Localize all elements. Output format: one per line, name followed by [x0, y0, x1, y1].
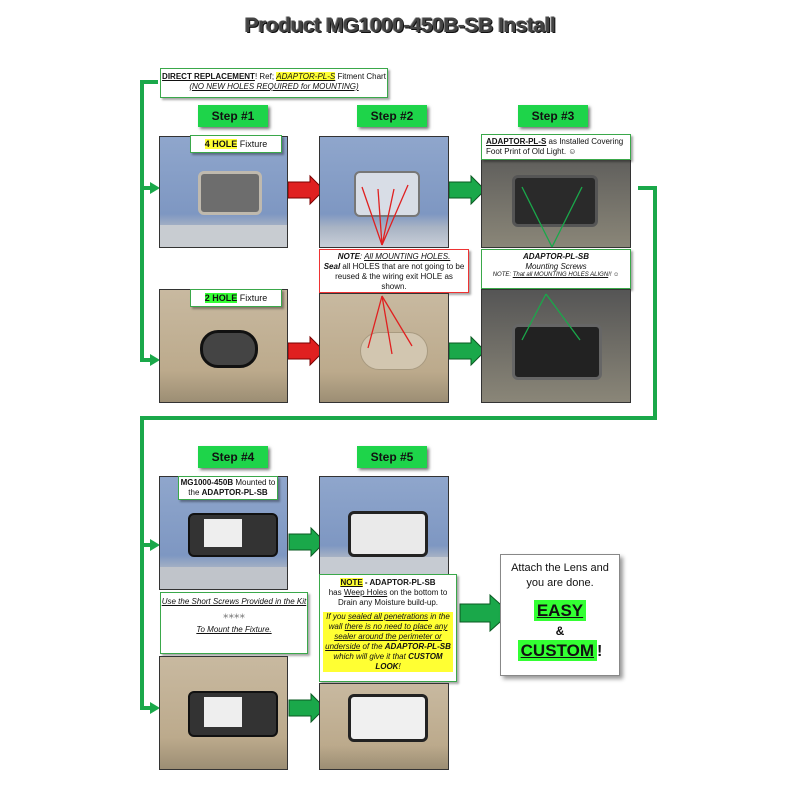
note-step4: Use the Short Screws Provided in the Kit… — [160, 592, 308, 654]
photo-step2-2hole — [319, 293, 449, 403]
step1-label: Step #1 — [198, 105, 268, 127]
two-hole-label: 2 HOLE Fixture — [190, 289, 282, 307]
four-hole-label: 4 HOLE Fixture — [190, 135, 282, 153]
step2-label: Step #2 — [357, 105, 427, 127]
photo-step4-bottom — [159, 656, 288, 770]
direct-replacement-label: DIRECT REPLACEMENT — [162, 72, 255, 81]
note-step5: NOTE - ADAPTOR-PL-SB has Weep Holes on t… — [319, 574, 457, 682]
intro-callout: DIRECT REPLACEMENT! Ref; ADAPTOR-PL-S Fi… — [160, 68, 388, 98]
intro-ref-text: ! Ref; — [254, 72, 277, 81]
adaptor-pl-s-link[interactable]: ADAPTOR-PL-S — [276, 72, 336, 81]
connector-step3-to-step4 — [140, 186, 657, 710]
photo-step5-bottom — [319, 683, 449, 770]
photo-step3-2hole — [481, 289, 631, 403]
easy-badge: EASY — [533, 599, 587, 621]
final-callout: Attach the Lens and you are done. EASY &… — [500, 554, 620, 676]
mg-mounted-label: MG1000-450B Mounted to the ADAPTOR-PL-SB — [178, 476, 278, 500]
photo-step5-top — [319, 476, 449, 576]
final-instruction: Attach the Lens and you are done. — [511, 562, 609, 589]
photo-step2-4hole — [319, 136, 449, 248]
screws-icon: ⁎⁎⁎⁎ — [223, 609, 245, 621]
photo-step1-4hole — [159, 136, 288, 248]
step5-label: Step #5 — [357, 446, 427, 468]
page-title: Product MG1000-450B-SB Install — [244, 14, 556, 37]
green-arrows — [288, 174, 511, 724]
note-step2: NOTE: All MOUNTING HOLES. Seal all HOLES… — [319, 249, 469, 293]
note-step3: ADAPTOR-PL-SB Mounting Screws NOTE: That… — [481, 249, 631, 289]
step4-label: Step #4 — [198, 446, 268, 468]
no-new-holes-text: (NO NEW HOLES REQUIRED for MOUNTING) — [189, 82, 359, 91]
fitment-chart-text: Fitment Chart — [335, 72, 386, 81]
adaptor-installed-label: ADAPTOR-PL-S as Installed Covering Foot … — [481, 134, 631, 160]
photo-step1-2hole — [159, 289, 288, 403]
red-arrows — [287, 174, 325, 367]
step3-label: Step #3 — [518, 105, 588, 127]
ampersand: & — [555, 623, 565, 638]
custom-badge: CUSTOM — [517, 639, 598, 661]
connector-intro-to-2hole — [140, 80, 158, 362]
